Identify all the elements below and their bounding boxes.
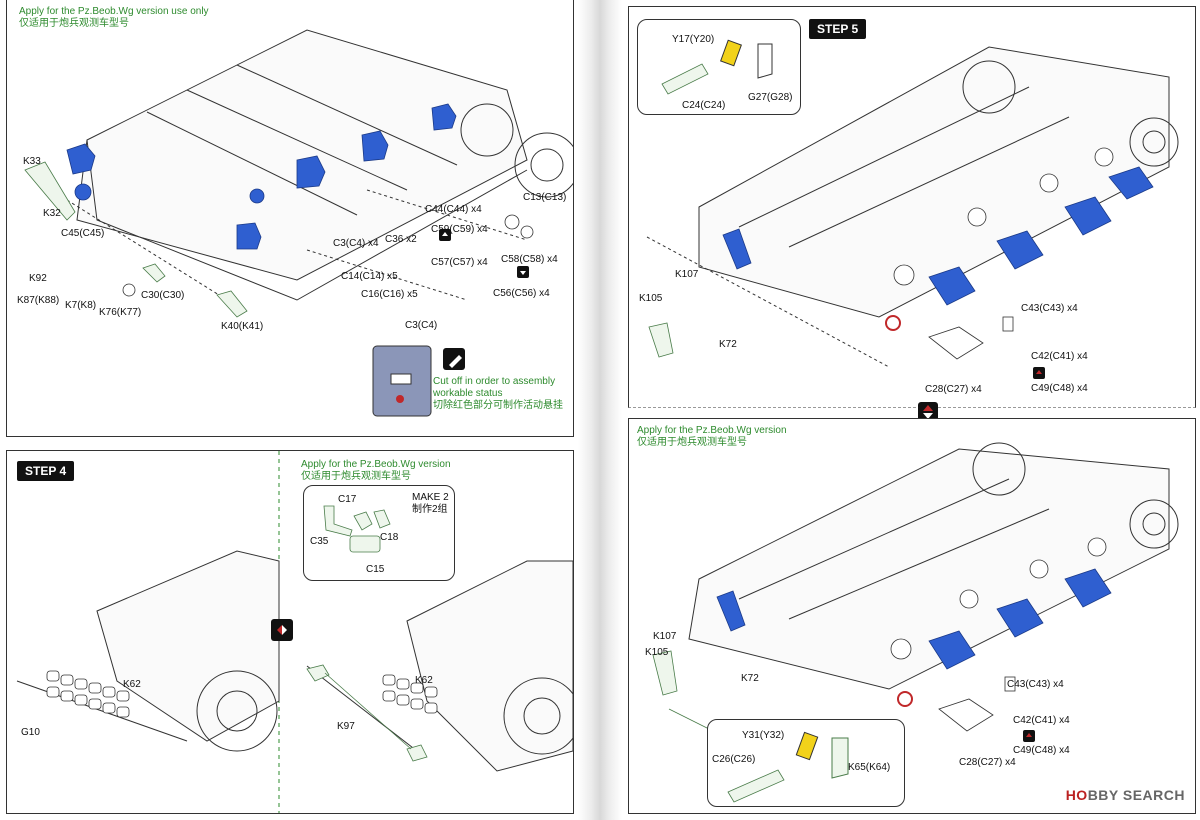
part-label: C26(C26)	[712, 754, 756, 765]
part-label: C43(C43) x4	[1021, 303, 1078, 314]
red-warning-marker	[885, 315, 901, 331]
step5-title: STEP 5	[809, 19, 867, 39]
part-label: C15	[366, 564, 385, 575]
step5-drawing	[646, 46, 1179, 379]
part-label: C43(C43) x4	[1007, 679, 1064, 690]
part-label: C3(C4)	[405, 320, 438, 331]
part-label: K92	[29, 273, 47, 284]
version-note-cn: 仅适用于炮兵观测车型号	[19, 18, 129, 29]
cut-note-en-2: workable status	[433, 388, 503, 399]
panel-step5: Y17(Y20) C24(C24) G27(G28) STEP 5 K107 K…	[628, 6, 1196, 408]
part-label: K7(K8)	[65, 300, 97, 311]
part-label: C28(C27) x4	[925, 384, 982, 395]
part-label: C57(C57) x4	[431, 257, 488, 268]
part-label: K65(K64)	[848, 762, 891, 773]
part-label: C13(C13)	[523, 192, 567, 203]
part-label: C3(C4) x4	[333, 238, 379, 249]
part-label: Y17(Y20)	[672, 34, 715, 45]
make-2-label: MAKE 2	[412, 492, 449, 503]
red-warning-marker	[897, 691, 913, 707]
step5-inset: Y17(Y20) C24(C24) G27(G28)	[637, 19, 801, 115]
part-label: G27(G28)	[748, 92, 793, 103]
alternate-arrow-icon	[271, 619, 293, 641]
version-note-cn: 仅适用于炮兵观测车型号	[301, 471, 411, 482]
cut-note-en-1: Cut off in order to assembly	[433, 376, 556, 387]
hobby-search-watermark: HOBBY SEARCH	[1065, 787, 1185, 803]
part-label: C36 x2	[385, 234, 417, 245]
cut-note-cn: 切除红色部分可制作活动悬挂	[433, 400, 563, 411]
part-label: C14(C14) x5	[341, 271, 398, 282]
part-label: C28(C27) x4	[959, 757, 1016, 768]
part-label: K76(K77)	[99, 307, 142, 318]
version-note-en: Apply for the Pz.Beob.Wg version	[301, 459, 451, 470]
part-label: K107	[653, 631, 677, 642]
alternate-arrow-icon	[1033, 367, 1045, 379]
swap-arrow-icon	[918, 402, 938, 422]
part-label: C42(C41) x4	[1031, 351, 1088, 362]
panel-top-left: Apply for the Pz.Beob.Wg version use onl…	[6, 0, 574, 437]
knife-icon	[443, 348, 465, 370]
step4-inset: C17 C35 C18 C15 MAKE 2 制作2组	[303, 485, 455, 581]
book-gutter	[578, 0, 622, 820]
part-label: K107	[675, 269, 699, 280]
alternate-arrow-icons	[439, 229, 529, 278]
variant-inset: Y31(Y32) C26(C26) K65(K64)	[707, 719, 905, 807]
track-link-row	[46, 670, 438, 718]
part-label: C35	[310, 536, 329, 547]
cut-detail-part	[372, 345, 432, 417]
part-label: C56(C56) x4	[493, 288, 550, 299]
part-label: K72	[719, 339, 737, 350]
part-label: C42(C41) x4	[1013, 715, 1070, 726]
step4-drawing	[16, 451, 573, 813]
step4-title: STEP 4	[17, 461, 75, 481]
part-label: K105	[645, 647, 669, 658]
part-label: C18	[380, 532, 399, 543]
variant-drawing	[652, 442, 1179, 742]
part-label: K97	[337, 721, 355, 732]
part-label: C59(C59) x4	[431, 224, 488, 235]
alternate-arrow-icon	[1023, 730, 1035, 742]
part-label: C44(C44) x4	[425, 204, 482, 215]
part-label: C49(C48) x4	[1013, 745, 1070, 756]
part-label: C17	[338, 494, 357, 505]
part-label: K105	[639, 293, 663, 304]
part-label: K32	[43, 208, 61, 219]
version-note-en: Apply for the Pz.Beob.Wg version	[637, 425, 787, 436]
part-label: K62	[415, 675, 433, 686]
part-label: K87(K88)	[17, 295, 60, 306]
part-label: C16(C16) x5	[361, 289, 418, 300]
hull-drawing-top-left	[24, 29, 573, 417]
part-label: C30(C30)	[141, 290, 185, 301]
panel-bottom-right: Apply for the Pz.Beob.Wg version 仅适用于炮兵观…	[628, 418, 1196, 814]
part-label: K33	[23, 156, 41, 167]
part-label: C58(C58) x4	[501, 254, 558, 265]
part-label: K62	[123, 679, 141, 690]
part-label: Y31(Y32)	[742, 730, 785, 741]
version-note-cn: 仅适用于炮兵观测车型号	[637, 437, 747, 448]
make-2-cn-label: 制作2组	[412, 504, 448, 515]
panel-step4: STEP 4 K62 G10 Apply for the Pz.Beob.Wg …	[6, 450, 574, 814]
version-note-en: Apply for the Pz.Beob.Wg version use onl…	[19, 6, 209, 17]
part-label: K40(K41)	[221, 321, 264, 332]
part-label: K72	[741, 673, 759, 684]
part-label: G10	[21, 727, 40, 738]
part-label: C45(C45)	[61, 228, 105, 239]
part-label: C24(C24)	[682, 100, 726, 111]
part-label: C49(C48) x4	[1031, 383, 1088, 394]
